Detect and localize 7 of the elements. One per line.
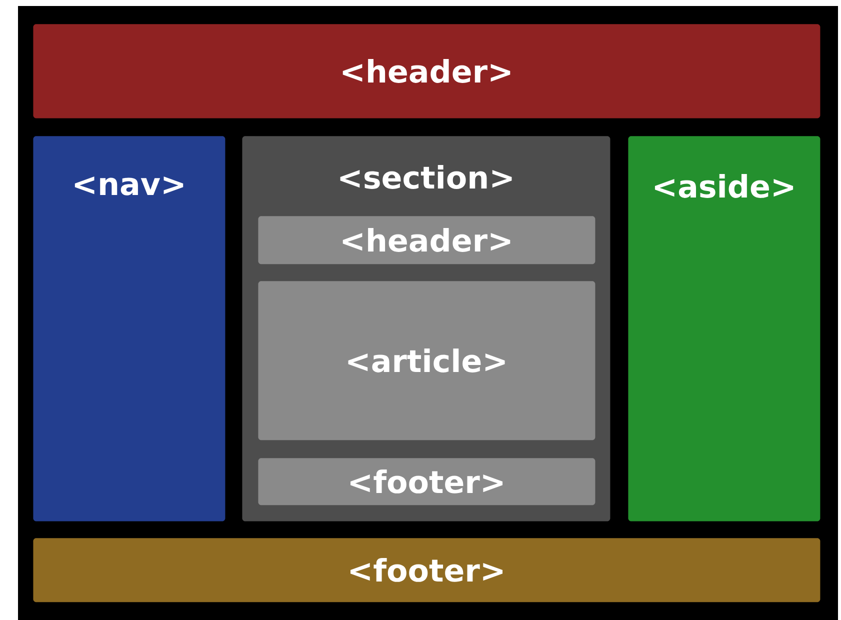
header-block: <header> — [258, 216, 596, 264]
article-block: <article> — [258, 281, 596, 440]
header-block: <header> — [33, 24, 820, 118]
footer-block: <footer> — [33, 538, 820, 602]
aside-block: <aside> — [628, 136, 820, 522]
nav-block: <nav> — [33, 136, 226, 522]
footer-block: <footer> — [258, 458, 596, 506]
